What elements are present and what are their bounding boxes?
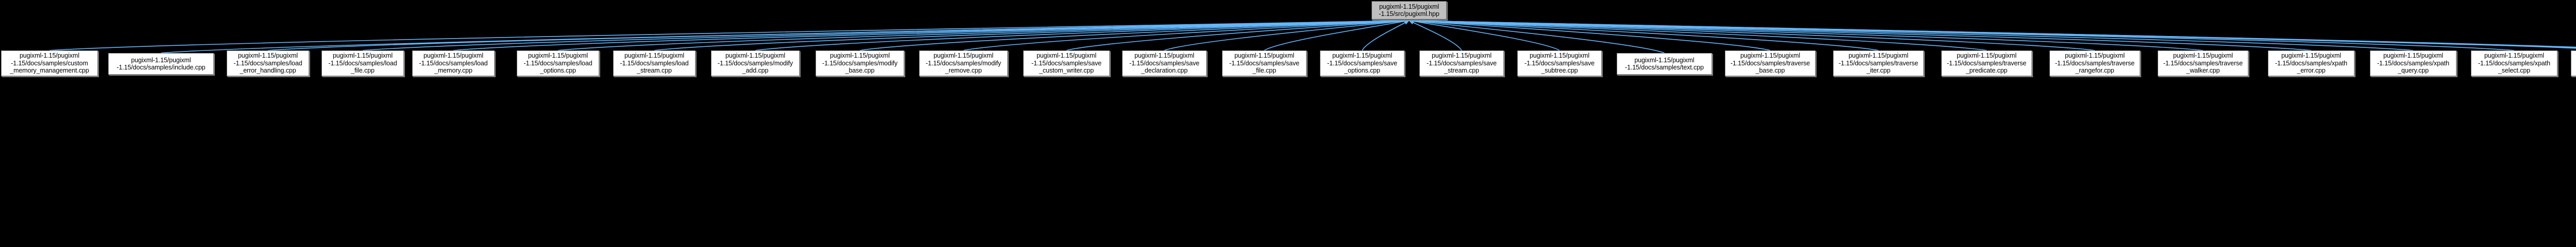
graph-node-save_stream_cpp[interactable]: pugixml-1.15/pugixml -1.15/docs/samples/… — [1419, 50, 1504, 76]
graph-node-modify_base_cpp[interactable]: pugixml-1.15/pugixml -1.15/docs/samples/… — [816, 50, 904, 76]
graph-node-label: pugixml-1.15/pugixml -1.15/docs/samples/… — [2478, 52, 2551, 75]
graph-node-traverse_predicate_cpp[interactable]: pugixml-1.15/pugixml -1.15/docs/samples/… — [1941, 50, 2032, 76]
graph-edge-traverse_walker_cpp-to-root — [1409, 19, 2204, 51]
graph-node-label: pugixml-1.15/pugixml -1.15/docs/samples/… — [822, 52, 898, 75]
graph-edge-traverse_base_cpp-to-root — [1409, 19, 1771, 51]
graph-node-xpath_error_cpp[interactable]: pugixml-1.15/pugixml -1.15/docs/samples/… — [2268, 50, 2354, 76]
graph-node-save_declaration_cpp[interactable]: pugixml-1.15/pugixml -1.15/docs/samples/… — [1122, 50, 1207, 76]
graph-node-load_options_cpp[interactable]: pugixml-1.15/pugixml -1.15/docs/samples/… — [517, 50, 599, 76]
graph-node-label: pugixml-1.15/pugixml -1.15/docs/samples/… — [328, 52, 397, 75]
graph-node-label: pugixml-1.15/pugixml -1.15/docs/samples/… — [717, 52, 793, 75]
graph-node-label: pugixml-1.15/pugixml -1.15/docs/samples/… — [1031, 52, 1101, 75]
graph-node-label: pugixml-1.15/pugixml -1.15/docs/samples/… — [1625, 56, 1704, 72]
graph-node-label: pugixml-1.15/pugixml -1.15/docs/samples/… — [925, 52, 1002, 75]
graph-edge-save_file_cpp-to-root — [1264, 19, 1410, 51]
graph-node-label: pugixml-1.15/pugixml -1.15/docs/samples/… — [2163, 52, 2243, 75]
graph-node-label: pugixml-1.15/pugixml -1.15/docs/samples/… — [1229, 52, 1299, 75]
graph-edge-load_options_cpp-to-root — [557, 19, 1410, 51]
graph-node-label: pugixml-1.15/pugixml -1.15/docs/samples/… — [116, 56, 206, 72]
graph-edge-save_stream_cpp-to-root — [1409, 20, 1462, 51]
graph-node-traverse_walker_cpp[interactable]: pugixml-1.15/pugixml -1.15/docs/samples/… — [2158, 50, 2248, 76]
graph-node-text_cpp[interactable]: pugixml-1.15/pugixml -1.15/docs/samples/… — [1617, 53, 1712, 75]
graph-node-save_options_cpp[interactable]: pugixml-1.15/pugixml -1.15/docs/samples/… — [1320, 50, 1404, 76]
graph-node-traverse_rangefor_cpp[interactable]: pugixml-1.15/pugixml -1.15/docs/samples/… — [2049, 50, 2140, 76]
graph-node-label: pugixml-1.15/pugixml -1.15/docs/samples/… — [1730, 52, 1810, 75]
graph-node-label: pugixml-1.15/pugixml -1.15/docs/samples/… — [233, 52, 302, 75]
graph-node-load_file_cpp[interactable]: pugixml-1.15/pugixml -1.15/docs/samples/… — [321, 50, 404, 76]
graph-node-label: pugixml-1.15/pugixml -1.15/docs/samples/… — [523, 52, 592, 75]
graph-edge-load_memory_cpp-to-root — [453, 19, 1410, 51]
graph-node-traverse_base_cpp[interactable]: pugixml-1.15/pugixml -1.15/docs/samples/… — [1725, 50, 1816, 76]
graph-edge-xmlparserutils_h-to-root — [1409, 19, 2576, 48]
graph-edge-traverse_iter_cpp-to-root — [1409, 19, 1879, 51]
graph-node-include_cpp[interactable]: pugixml-1.15/pugixml -1.15/docs/samples/… — [108, 53, 214, 75]
graph-node-label: pugixml-1.15/pugixml -1.15/docs/samples/… — [1129, 52, 1199, 75]
graph-edge-modify_base_cpp-to-root — [859, 19, 1410, 51]
graph-node-label: pugixml-1.15/pugixml -1.15/docs/samples/… — [1327, 52, 1397, 75]
graph-node-traverse_iter_cpp[interactable]: pugixml-1.15/pugixml -1.15/docs/samples/… — [1833, 50, 1924, 76]
graph-node-save_custom_writer_cpp[interactable]: pugixml-1.15/pugixml -1.15/docs/samples/… — [1023, 50, 1110, 76]
graph-node-xpath_variables_cpp[interactable]: pugixml-1.15/pugixml -1.15/docs/samples/… — [2571, 50, 2576, 76]
graph-node-load_stream_cpp[interactable]: pugixml-1.15/pugixml -1.15/docs/samples/… — [613, 50, 696, 76]
graph-node-modify_add_cpp[interactable]: pugixml-1.15/pugixml -1.15/docs/samples/… — [711, 50, 800, 76]
graph-node-save_file_cpp[interactable]: pugixml-1.15/pugixml -1.15/docs/samples/… — [1222, 50, 1307, 76]
graph-node-save_subtree_cpp[interactable]: pugixml-1.15/pugixml -1.15/docs/samples/… — [1517, 50, 1602, 76]
graph-node-label: pugixml-1.15/pugixml -1.15/docs/samples/… — [2055, 52, 2135, 75]
graph-edge-save_options_cpp-to-root — [1362, 20, 1410, 51]
graph-edge-modify_add_cpp-to-root — [755, 19, 1410, 51]
graph-edge-custom_memory_management_cpp-to-root — [49, 19, 1410, 51]
graph-node-label: pugixml-1.15/pugixml -1.15/docs/samples/… — [10, 52, 89, 75]
graph-edge-load_stream_cpp-to-root — [654, 19, 1410, 51]
graph-node-label: pugixml-1.15/pugixml -1.15/src/pugixml.h… — [1379, 3, 1439, 18]
graph-node-label: pugixml-1.15/pugixml -1.15/docs/samples/… — [419, 52, 488, 75]
graph-node-label: pugixml-1.15/pugixml -1.15/docs/samples/… — [1524, 52, 1595, 75]
graph-edge-save_declaration_cpp-to-root — [1164, 19, 1410, 51]
graph-node-label: pugixml-1.15/pugixml -1.15/docs/samples/… — [2275, 52, 2348, 75]
graph-node-label: pugixml-1.15/pugixml -1.15/docs/samples/… — [1427, 52, 1497, 75]
graph-edge-save_custom_writer_cpp-to-root — [1066, 19, 1410, 51]
graph-edge-traverse_predicate_cpp-to-root — [1409, 19, 1987, 51]
graph-node-label: pugixml-1.15/pugixml -1.15/docs/samples/… — [2377, 52, 2450, 75]
graph-node-root[interactable]: pugixml-1.15/pugixml -1.15/src/pugixml.h… — [1371, 1, 1447, 20]
graph-node-label: pugixml-1.15/pugixml -1.15/docs/samples/… — [1946, 52, 2027, 75]
graph-node-custom_memory_management_cpp[interactable]: pugixml-1.15/pugixml -1.15/docs/samples/… — [1, 50, 98, 76]
graph-node-modify_remove_cpp[interactable]: pugixml-1.15/pugixml -1.15/docs/samples/… — [919, 50, 1008, 76]
graph-edge-traverse_rangefor_cpp-to-root — [1409, 19, 2095, 51]
graph-node-xpath_select_cpp[interactable]: pugixml-1.15/pugixml -1.15/docs/samples/… — [2471, 50, 2557, 76]
graph-node-xpath_query_cpp[interactable]: pugixml-1.15/pugixml -1.15/docs/samples/… — [2370, 50, 2456, 76]
graph-node-label: pugixml-1.15/pugixml -1.15/docs/samples/… — [620, 52, 689, 75]
graph-edge-save_subtree_cpp-to-root — [1409, 19, 1560, 51]
graph-edge-text_cpp-to-root — [1409, 19, 1665, 54]
graph-node-load_memory_cpp[interactable]: pugixml-1.15/pugixml -1.15/docs/samples/… — [412, 50, 495, 76]
graph-edge-modify_remove_cpp-to-root — [963, 19, 1410, 51]
graph-node-label: pugixml-1.15/pugixml -1.15/docs/samples/… — [1838, 52, 1919, 75]
graph-node-load_error_handling_cpp[interactable]: pugixml-1.15/pugixml -1.15/docs/samples/… — [227, 50, 309, 76]
